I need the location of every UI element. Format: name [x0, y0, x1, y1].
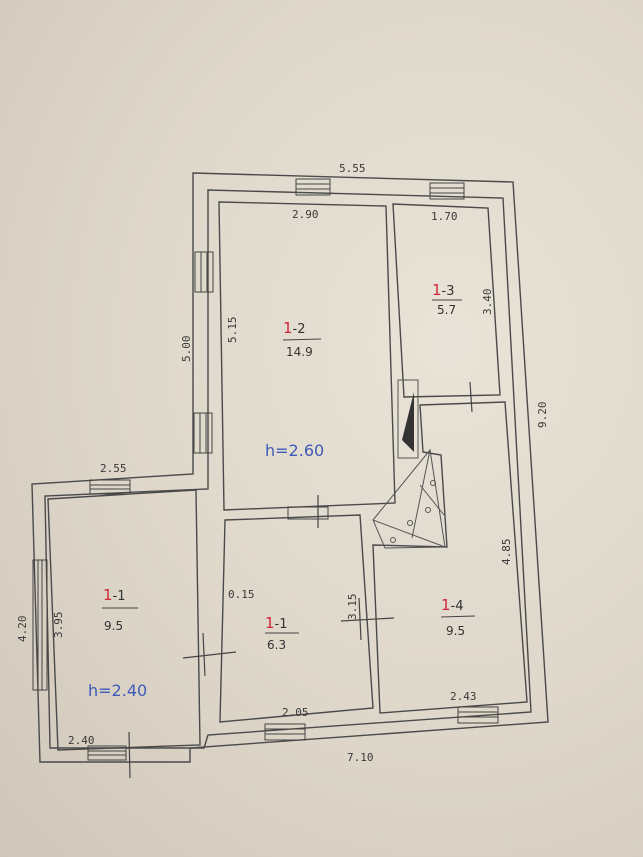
- room-1-1-width-top: 2.55: [100, 462, 127, 475]
- room-1-2-fraction-line: [282, 338, 322, 341]
- room-1-3-area: 5.7: [437, 303, 456, 317]
- room-1-1-ceiling: h=2.40: [88, 681, 147, 700]
- room-1-2-number: 1-2: [283, 319, 306, 337]
- room-1-1-number: 1-1: [103, 586, 126, 604]
- room-1-1-area: 9.5: [104, 619, 123, 633]
- room-1-1-left: [47, 489, 201, 751]
- room-1-4-height: 4.85: [500, 539, 513, 566]
- inner-wall-outline: [44, 189, 532, 749]
- dim-left-wing: 4.20: [16, 616, 29, 643]
- room-1-2-height: 5.15: [226, 317, 239, 344]
- room-1-1-width-bottom: 2.40: [68, 734, 95, 747]
- dim-bottom: 7.10: [347, 751, 374, 764]
- room-1-3-width: 1.70: [431, 210, 458, 223]
- room-1-1b-width: 2.05: [282, 706, 309, 719]
- room-1-1b-number: 1-1: [265, 614, 288, 632]
- room-1-1-small: [219, 514, 374, 723]
- room-1-4-area: 9.5: [446, 624, 465, 638]
- room-1-3-height: 3.40: [481, 289, 494, 316]
- door-marks: [128, 381, 473, 779]
- room-1-1-height: 3.95: [52, 612, 65, 639]
- room-1-2-ceiling: h=2.60: [265, 441, 324, 460]
- outer-wall-outline: [31, 172, 549, 763]
- room-1-2-width: 2.90: [292, 208, 319, 221]
- room-1-2-area: 14.9: [286, 345, 313, 359]
- room-1-3-number: 1-3: [432, 281, 455, 299]
- room-1-4-width: 2.43: [450, 690, 477, 703]
- windows: [32, 178, 499, 761]
- room-1-1b-small: 0.15: [228, 588, 255, 601]
- room-1-1b-height: 3.15: [346, 594, 359, 621]
- room-1-2-outer: 5.00: [180, 336, 193, 363]
- dim-right: 9.20: [536, 402, 549, 429]
- room-1-4-fraction-line: [440, 615, 476, 618]
- room-1-4-number: 1-4: [441, 596, 464, 614]
- room-1-1b-area: 6.3: [267, 638, 286, 652]
- room-1-2: [218, 201, 396, 511]
- room-1-3: [392, 203, 501, 398]
- dim-top: 5.55: [339, 162, 366, 175]
- staircase: [372, 379, 446, 549]
